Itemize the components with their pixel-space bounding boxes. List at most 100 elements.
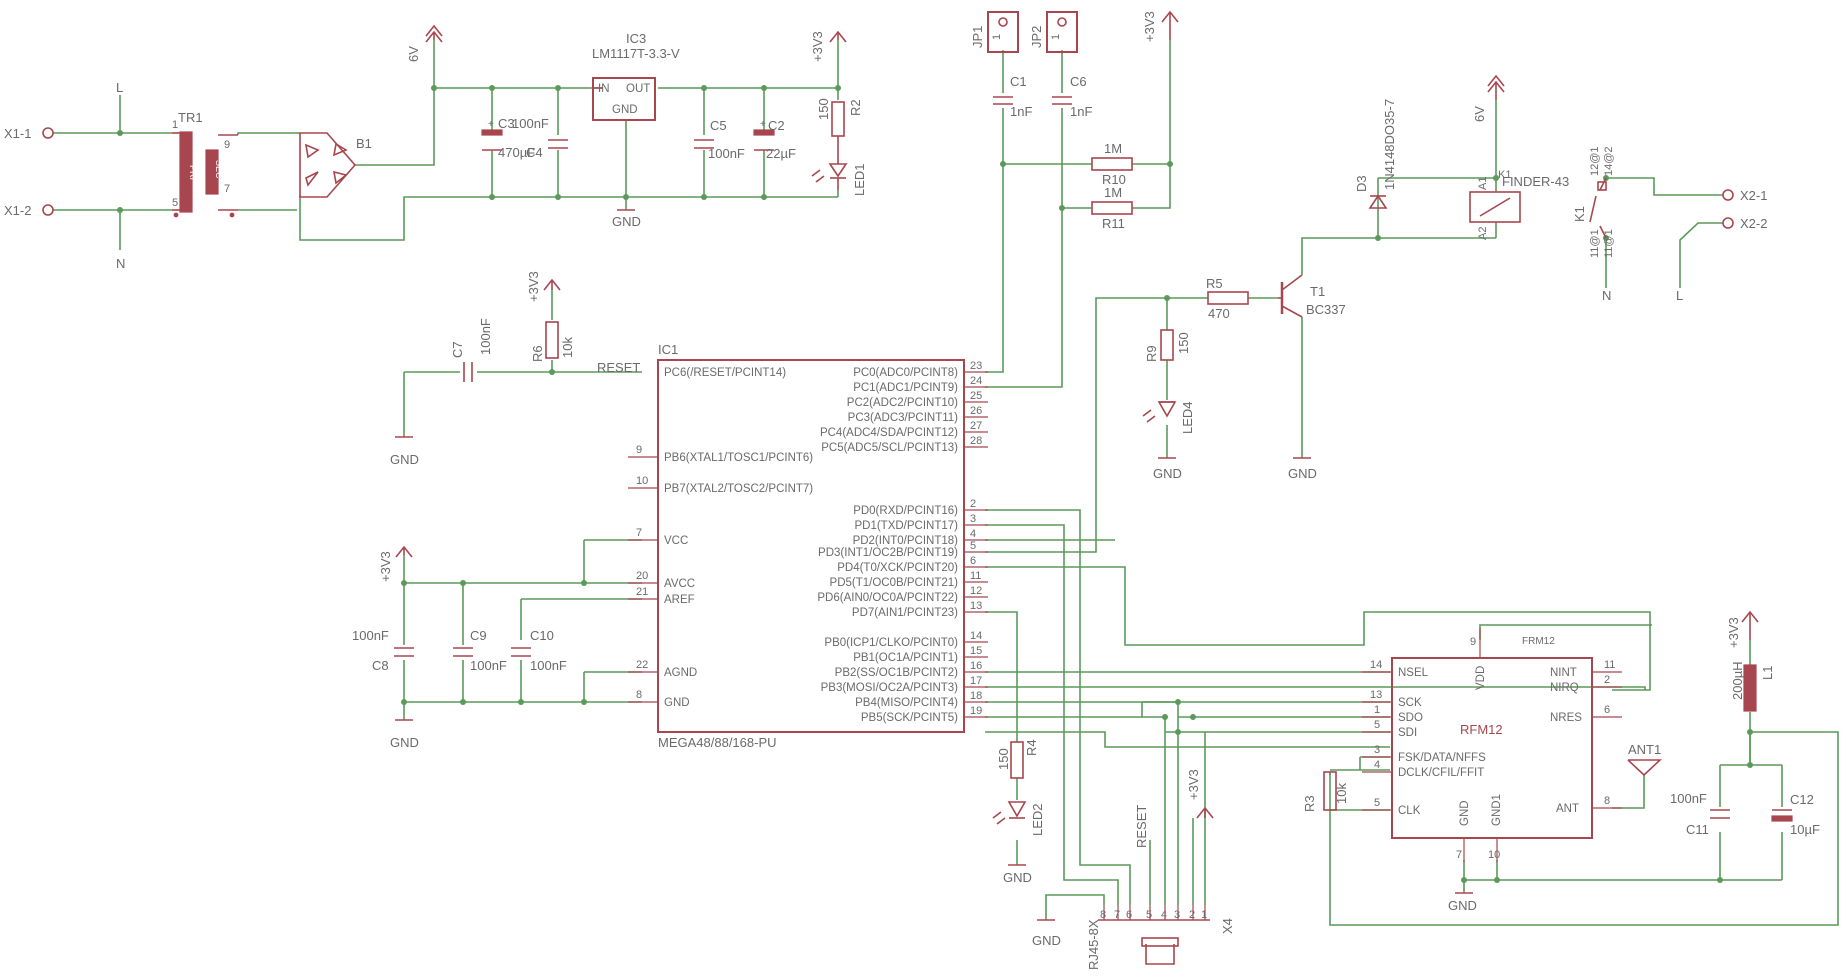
svg-text:13: 13 (1370, 689, 1382, 701)
svg-text:SDI: SDI (1398, 727, 1417, 739)
svg-text:GND: GND (1288, 466, 1317, 481)
ic1-pin-name: PD0(RXD/PCINT16) (853, 505, 958, 517)
svg-text:FRM12: FRM12 (1522, 636, 1555, 647)
svg-text:5: 5 (1374, 797, 1380, 809)
ic3-in: IN (598, 83, 610, 95)
ic1-pin-number: 15 (970, 645, 982, 657)
supply-6v-a: 6V (406, 24, 443, 62)
svg-text:C4: C4 (526, 145, 543, 160)
ic1-pin-number: 20 (636, 570, 648, 582)
ic1-pin-number: 11 (970, 570, 981, 582)
svg-text:RJ45-8X: RJ45-8X (1086, 919, 1101, 970)
svg-text:11: 11 (1604, 659, 1615, 671)
ic1-pin-number: 22 (636, 659, 648, 671)
cap-c3: + C3 470µF (481, 116, 535, 160)
ic1-pin-name: VCC (664, 535, 688, 547)
ic1-pin-name: PB6(XTAL1/TOSC1/PCINT6) (664, 452, 813, 464)
ic1-pin-name: PD6(AIN0/OC0A/PCINT22) (817, 592, 958, 604)
svg-text:R9: R9 (1144, 345, 1159, 362)
svg-text:D3: D3 (1354, 175, 1369, 192)
svg-text:C2: C2 (768, 118, 785, 133)
svg-text:C6: C6 (1070, 74, 1087, 89)
radio-rfm12: FRM12 RFM12 14 13 1 5 3 4 5 9 7 10 11 2 … (1362, 628, 1622, 862)
svg-text:FINDER-43: FINDER-43 (1502, 174, 1569, 189)
svg-text:GND: GND (390, 452, 419, 467)
cap-c8: 100nF C8 (352, 628, 414, 673)
resistors: 150 R2 1M R10 1M R11 R6 10k R5 470 R9 15… (530, 98, 1775, 812)
svg-text:GND: GND (1003, 870, 1032, 885)
svg-text:3: 3 (1174, 909, 1180, 921)
svg-text:1: 1 (1050, 34, 1062, 40)
svg-text:150: 150 (816, 98, 831, 120)
cap-c5: C5 100nF (694, 118, 745, 161)
svg-text:6: 6 (1604, 704, 1610, 716)
led4: LED4 (1142, 401, 1195, 434)
svg-text:L: L (1676, 288, 1683, 303)
ic1-pin-number: 16 (970, 660, 982, 672)
ground-symbols: GND GND GND GND GND GND GND GND (390, 209, 1477, 948)
ic1-pin-name: PD3(INT1/OC2B/PCINT19) (818, 547, 958, 559)
ic1-pin-number: 17 (970, 675, 982, 687)
ic1-pin-number: 8 (636, 689, 642, 701)
ic1-pin-number: 9 (636, 444, 642, 456)
svg-text:K1: K1 (1498, 169, 1511, 181)
svg-text:9: 9 (1470, 636, 1476, 648)
supply-6v-b: 6V (1472, 74, 1505, 122)
connector-x2: X2-1 X2-2 (1722, 188, 1767, 231)
cap-c11: 100nF C11 (1670, 791, 1730, 837)
svg-text:C1: C1 (1010, 74, 1027, 89)
ic1-pin-name: PB2(SS/OC1B/PCINT2) (835, 667, 959, 679)
relay-k1: A1 A2 FINDER-43 K1 K1 12@1 14@2 11@1 11@… (1469, 146, 1683, 303)
svg-text:1M: 1M (1104, 185, 1122, 200)
bridge-b1: B1 (299, 132, 372, 198)
transistor-t1: T1 BC337 (1278, 274, 1346, 318)
ic1-pin-name: PC3(ADC3/PCINT11) (848, 412, 959, 424)
ic1-pin-number: 21 (636, 586, 648, 598)
svg-text:FSK/DATA/NFFS: FSK/DATA/NFFS (1398, 752, 1486, 764)
ic1-pin-name: PC2(ADC2/PCINT10) (847, 397, 958, 409)
svg-text:L1: L1 (1760, 666, 1775, 680)
svg-text:BC337: BC337 (1306, 302, 1346, 317)
svg-text:X2-2: X2-2 (1740, 216, 1767, 231)
svg-text:+3V3: +3V3 (810, 31, 825, 62)
supply-3v3-b: +3V3 (1142, 10, 1179, 42)
ic1-pin-name: PB0(ICP1/CLKO/PCINT0) (824, 637, 958, 649)
ic1-pin-number: 25 (970, 390, 982, 402)
svg-text:7: 7 (1456, 849, 1462, 861)
svg-text:C9: C9 (470, 628, 487, 643)
ic1-pin-name: GND (664, 697, 690, 709)
res-r11: 1M R11 (1091, 185, 1133, 231)
svg-text:150: 150 (996, 748, 1011, 770)
ic1-pin-name: PB3(MOSI/OC2A/PCINT3) (821, 682, 959, 694)
connector-x1: X1-1 X1-2 L N (4, 80, 125, 271)
ic1-pin-name: PC1(ADC1/PCINT9) (853, 382, 958, 394)
svg-text:1: 1 (991, 34, 1003, 40)
tr1-pin5: 5 (172, 197, 178, 209)
svg-text:+3V3: +3V3 (1142, 11, 1157, 42)
ic1-pin-name: PB1(OC1A/PCINT1) (853, 652, 958, 664)
svg-text:1nF: 1nF (1010, 104, 1032, 119)
gnd-rj45: GND (1032, 919, 1061, 948)
res-r9: R9 150 (1144, 329, 1191, 362)
ic1-pin-name: PB7(XTAL2/TOSC2/PCINT7) (664, 483, 813, 495)
ic1-pin-name: AREF (664, 594, 695, 606)
svg-text:X2-1: X2-1 (1740, 188, 1767, 203)
svg-text:100nF: 100nF (470, 658, 507, 673)
cap-c12: C12 10µF (1771, 792, 1820, 837)
gnd-c8: GND (390, 719, 419, 750)
svg-text:+3V3: +3V3 (1726, 617, 1741, 648)
svg-text:100nF: 100nF (512, 116, 549, 131)
ic1-pin-number: 5 (970, 540, 976, 552)
tr1-name: TR1 (178, 110, 203, 125)
tr1-pri: PRI (188, 165, 198, 180)
transformer-tr1: TR1 1 5 9 7 PRI SEC (172, 110, 238, 218)
svg-text:C5: C5 (710, 118, 727, 133)
svg-text:100nF: 100nF (1670, 791, 1707, 806)
svg-text:100nF: 100nF (708, 146, 745, 161)
ic1-pin-number: 2 (970, 498, 976, 510)
x1-1-label: X1-1 (4, 126, 31, 141)
svg-text:VDD: VDD (1475, 666, 1487, 690)
svg-text:SCK: SCK (1398, 697, 1422, 709)
svg-text:SDO: SDO (1398, 712, 1423, 724)
gnd-led2: GND (1003, 864, 1032, 885)
